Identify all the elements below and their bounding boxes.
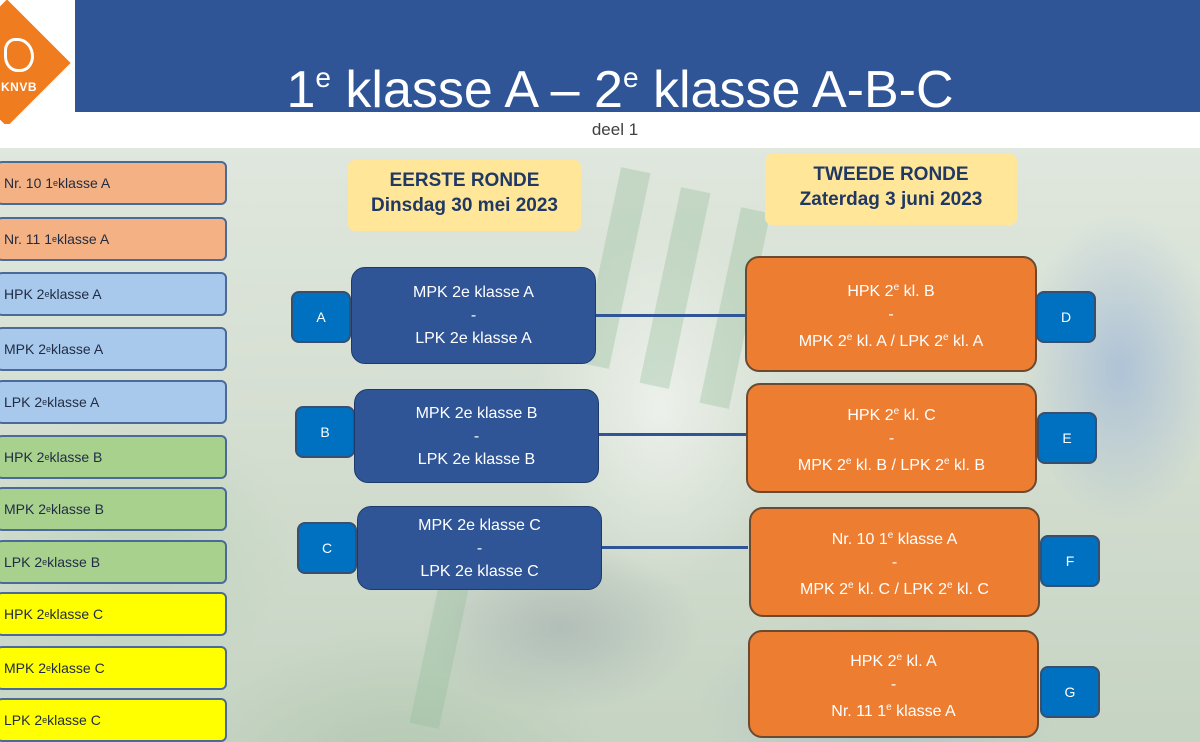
connector-a-d [595,314,747,317]
match-tag-f: F [1040,535,1100,587]
match-tag-g: G [1040,666,1100,718]
knvb-logo: KNVB [0,0,75,124]
round-first-date: Dinsdag 30 mei 2023 [371,195,558,216]
lion-icon [4,38,34,72]
match-tag-d: D [1036,291,1096,343]
round-header-first: EERSTE RONDE Dinsdag 30 mei 2023 [348,160,581,231]
match-tag-e: E [1037,412,1097,464]
match-tag-c: C [297,522,357,574]
page-title: 1e klasse A – 2e klasse A-B-C [286,61,954,119]
round-second-name: TWEEDE RONDE [813,164,969,185]
match-d: HPK 2e kl. B - MPK 2e kl. A / LPK 2e kl.… [745,256,1037,372]
match-f: Nr. 10 1e klasse A - MPK 2e kl. C / LPK … [749,507,1040,617]
connector-b-e [598,433,746,436]
match-c: MPK 2e klasse C - LPK 2e klasse C [357,506,602,590]
match-b: MPK 2e klasse B - LPK 2e klasse B [354,389,599,483]
match-tag-a: A [291,291,351,343]
subtitle-strip [0,112,1200,148]
round-header-second: TWEEDE RONDE Zaterdag 3 juni 2023 [765,154,1017,225]
round-first-name: EERSTE RONDE [389,170,540,191]
match-g: HPK 2e kl. A - Nr. 11 1e klasse A [748,630,1039,738]
connector-c-f [602,546,748,549]
match-a: MPK 2e klasse A - LPK 2e klasse A [351,267,596,364]
round-second-date: Zaterdag 3 juni 2023 [799,189,983,210]
match-e: HPK 2e kl. C - MPK 2e kl. B / LPK 2e kl.… [746,383,1037,493]
logo-text: KNVB [1,80,38,94]
match-tag-b: B [295,406,355,458]
page-subtitle: deel 1 [591,120,639,139]
